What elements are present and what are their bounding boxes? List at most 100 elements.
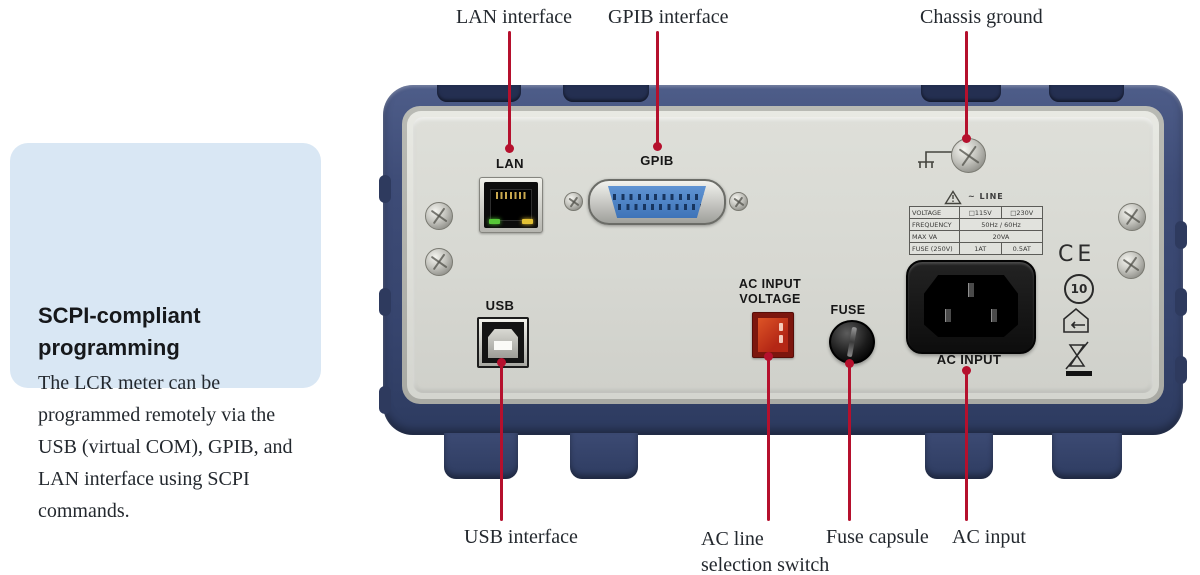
gpib-pin-row	[610, 204, 704, 210]
usb-port-label: USB	[485, 298, 515, 313]
callout-line-gpib	[656, 31, 659, 148]
usb-port	[477, 317, 529, 368]
fuse-capsule	[829, 320, 875, 364]
info-body-line: LAN interface using SCPI	[38, 468, 250, 490]
ac-pin-earth	[968, 283, 974, 297]
voltage-switch-label-line: VOLTAGE	[739, 292, 801, 306]
ratings-row: VOLTAGE □115V □230V	[910, 207, 1042, 219]
ac-inlet-recess	[924, 275, 1018, 337]
switch-marking	[779, 323, 783, 331]
gpib-connector-insert	[607, 186, 707, 218]
device-foot	[925, 433, 993, 479]
gpib-jack-screw	[564, 192, 583, 211]
ratings-row: FREQUENCY 50Hz / 60Hz	[910, 219, 1042, 231]
info-title: SCPI-compliant programming	[38, 300, 201, 364]
voltage-switch-label-line: AC INPUT	[738, 277, 802, 291]
indoor-use-icon	[1063, 307, 1089, 333]
callout-line-fuse	[848, 362, 851, 521]
lan-led-green	[489, 219, 500, 224]
callout-line-lan	[508, 31, 511, 150]
lan-port-label: LAN	[496, 156, 524, 171]
info-body-line: commands.	[38, 500, 130, 522]
info-title-line: SCPI-compliant	[38, 303, 201, 328]
fuse-label: FUSE	[830, 303, 866, 317]
callout-label-gpib: GPIB interface	[608, 6, 729, 28]
ratings-cell: FUSE (250V)	[910, 243, 960, 254]
ratings-table: VOLTAGE □115V □230V FREQUENCY 50Hz / 60H…	[909, 206, 1043, 255]
ratings-row: MAX VA 20VA	[910, 231, 1042, 243]
callout-line-ac-line-switch	[767, 355, 770, 521]
ce-mark: CE	[1058, 242, 1096, 267]
case-notch	[1049, 85, 1124, 102]
ac-power-inlet	[906, 260, 1036, 354]
ratings-cell: 50Hz / 60Hz	[981, 220, 1021, 229]
case-notch	[563, 85, 649, 102]
ac-pin-live	[944, 309, 951, 322]
usb-port-face	[482, 322, 524, 363]
case-bumper	[1175, 288, 1187, 316]
info-body-line: programmed remotely via the	[38, 404, 276, 426]
callout-label-ac-input: AC input	[952, 526, 1026, 548]
case-bumper	[379, 386, 391, 414]
callout-dot	[764, 352, 773, 361]
ratings-cell: 0.5AT	[1012, 244, 1031, 253]
lan-port	[479, 177, 543, 233]
case-notch	[437, 85, 521, 102]
panel-screw	[1118, 203, 1146, 231]
callout-label-line: selection switch	[701, 554, 830, 575]
info-body-line: USB (virtual COM), GPIB, and	[38, 436, 293, 458]
ratings-cell: 20VA	[992, 232, 1010, 241]
ratings-cell: FREQUENCY	[910, 219, 960, 230]
usb-b-receptacle	[488, 329, 518, 358]
lan-port-face	[484, 182, 538, 228]
usb-contact-block	[494, 341, 512, 350]
info-panel: SCPI-compliant programming The LCR meter…	[10, 143, 321, 522]
callout-label-line: AC line	[701, 528, 764, 550]
rohs-years: 10	[1070, 282, 1088, 296]
rohs-efup-icon: 10	[1064, 274, 1094, 304]
callout-label-lan: LAN interface	[456, 6, 573, 28]
ac-voltage-selector-slider	[758, 318, 788, 352]
callout-line-usb	[500, 361, 503, 521]
device-foot	[444, 433, 518, 479]
gpib-pin-row	[607, 194, 707, 200]
callout-label-usb: USB interface	[464, 526, 578, 548]
gpib-port-label: GPIB	[640, 153, 674, 168]
callout-dot	[653, 142, 662, 151]
ratings-cell: □115V	[960, 207, 1002, 218]
case-notch	[921, 85, 1001, 102]
info-body-line: The LCR meter can be	[38, 372, 221, 394]
ground-symbol-icon	[918, 151, 954, 168]
device-foot	[570, 433, 638, 479]
callout-dot	[845, 359, 854, 368]
info-body: The LCR meter can be programmed remotely…	[38, 367, 292, 527]
case-bumper	[1175, 221, 1187, 249]
ratings-cell: VOLTAGE	[910, 207, 960, 218]
panel-screw	[425, 202, 453, 230]
ac-input-label: AC INPUT	[936, 352, 1002, 367]
info-title-line: programming	[38, 335, 180, 360]
ac-voltage-selector-switch	[752, 312, 794, 358]
callout-dot	[962, 134, 971, 143]
ratings-row: FUSE (250V) 1AT 0.5AT	[910, 243, 1042, 254]
voltage-switch-label: AC INPUT VOLTAGE	[720, 277, 820, 307]
ac-line-marking: ~ LINE	[968, 192, 1004, 201]
chassis-ground-screw	[951, 138, 986, 173]
callout-label-chassis-ground: Chassis ground	[920, 6, 1043, 28]
panel-screw	[1117, 251, 1145, 279]
callout-line-ground	[965, 31, 968, 140]
ratings-cell: MAX VA	[910, 231, 960, 242]
lan-led-amber	[522, 219, 533, 224]
ratings-cell: □230V	[1010, 208, 1034, 217]
ac-pin-neutral	[991, 309, 998, 322]
ratings-cell: 1AT	[960, 243, 1002, 254]
callout-line-ac-input	[965, 369, 968, 521]
switch-marking	[779, 335, 783, 343]
warning-triangle-icon	[944, 190, 962, 205]
callout-label-fuse: Fuse capsule	[826, 526, 929, 548]
case-bumper	[379, 175, 391, 203]
callout-dot	[497, 358, 506, 367]
gpib-jack-screw	[729, 192, 748, 211]
callout-dot	[962, 366, 971, 375]
insulation-bar-mark	[1066, 371, 1092, 376]
